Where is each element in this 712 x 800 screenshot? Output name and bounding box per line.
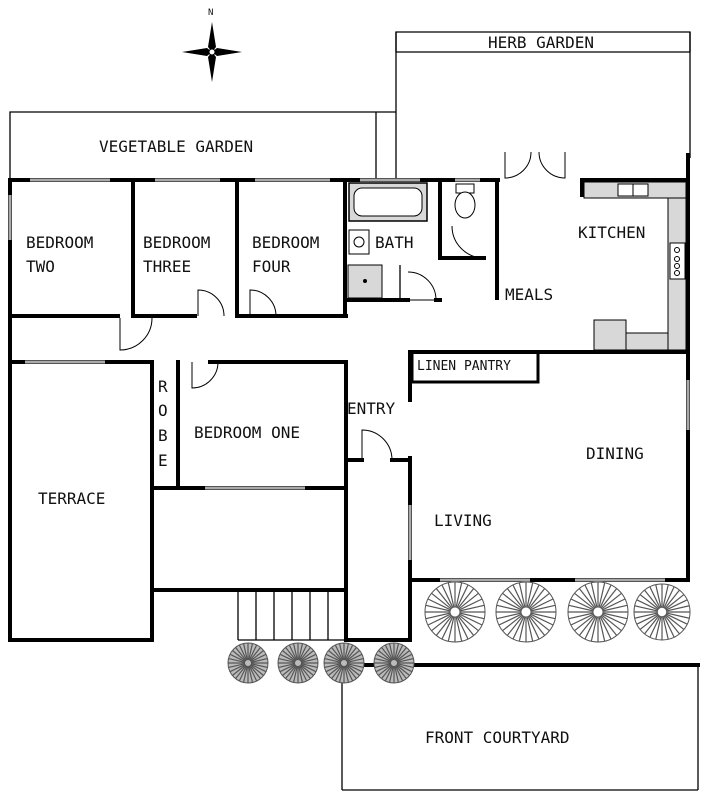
robe-label: B <box>158 426 168 445</box>
front-courtyard-label: FRONT COURTYARD <box>425 728 570 747</box>
vegetable-garden-label: VEGETABLE GARDEN <box>99 137 253 156</box>
front-steps <box>237 590 346 641</box>
bedroom-two-label: TWO <box>26 257 55 276</box>
herb-garden <box>395 31 691 178</box>
shrub-icon <box>323 642 365 684</box>
shrubs <box>227 581 691 684</box>
shrub-icon <box>277 642 319 684</box>
sink-icon <box>348 229 370 255</box>
living-label: LIVING <box>434 511 492 530</box>
bath-label: BATH <box>375 233 414 252</box>
bedroom-four-label: FOUR <box>252 257 291 276</box>
bedroom-two-label: BEDROOM <box>26 233 93 252</box>
bedroom-three-label: THREE <box>143 257 191 276</box>
windows <box>8 178 690 582</box>
bathtub-icon <box>348 182 428 222</box>
sink-icon <box>617 183 649 197</box>
shrub-icon <box>373 642 415 684</box>
shrub-icon <box>495 581 557 643</box>
linen-pantry <box>410 350 540 384</box>
entry-label: ENTRY <box>347 399 396 418</box>
bedroom-three-label: BEDROOM <box>143 233 210 252</box>
shower-icon <box>347 264 383 299</box>
bedroom-four-label: BEDROOM <box>252 233 319 252</box>
terrace-label: TERRACE <box>38 489 105 508</box>
bedroom-one-label: BEDROOM ONE <box>194 423 300 442</box>
shrub-icon <box>424 581 486 643</box>
robe-label: R <box>158 377 168 396</box>
doors <box>119 151 566 461</box>
robe-label: E <box>158 451 168 470</box>
shrub-icon <box>567 581 629 643</box>
robe-label: O <box>158 401 168 420</box>
kitchen-label: KITCHEN <box>578 223 645 242</box>
meals-label: MEALS <box>505 285 553 304</box>
vegetable-garden <box>9 111 396 178</box>
shrub-icon <box>227 642 269 684</box>
herb-garden-label: HERB GARDEN <box>488 33 594 52</box>
shrub-icon <box>633 583 691 641</box>
toilet-icon <box>454 183 476 219</box>
compass-rose-icon <box>182 22 242 82</box>
north-label: N <box>208 8 213 18</box>
dining-label: DINING <box>586 444 644 463</box>
stove-icon <box>669 242 686 280</box>
linen-pantry-label: LINEN PANTRY <box>417 359 511 374</box>
